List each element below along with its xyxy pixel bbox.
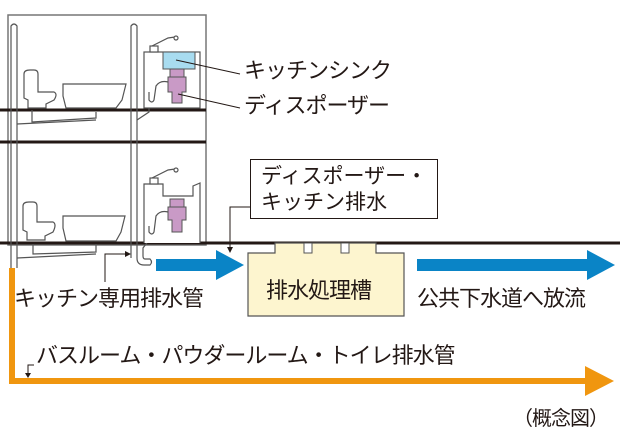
upper-toilet-icon: [23, 69, 57, 109]
sink-leader-line: [175, 59, 241, 75]
blue-flow-arrow-left: [156, 250, 244, 280]
kitchen-pipe-arrowhead: [125, 251, 131, 257]
bath-pipe-leader-line: [27, 364, 34, 374]
building-outline: [7, 14, 207, 246]
lower-toilet-drain: [32, 244, 97, 255]
treatment-tank-label: 排水処理槽: [266, 279, 372, 304]
concept-note: （概念図）: [513, 406, 609, 430]
lower-faucet-icon: [149, 167, 179, 185]
lower-disposer-unit: [167, 198, 187, 233]
callout-arrowhead: [227, 247, 233, 253]
upper-bathtub-icon: [62, 83, 127, 109]
lower-branch-drain: [16, 253, 97, 259]
lower-toilet-icon: [22, 201, 56, 241]
disposer-kitchen-callout: ディスポーザー・ キッチン排水: [250, 159, 439, 219]
kitchen-pipe-leader-line: [104, 253, 126, 282]
disposer-leader-line: [177, 93, 241, 109]
treatment-tank: [247, 242, 405, 317]
upper-trap-pipe: [148, 80, 169, 103]
kitchen-sink-label: キッチンシンク: [244, 59, 392, 84]
callout-line-2: キッチン排水: [261, 190, 387, 214]
upper-toilet-drain: [31, 110, 97, 123]
callout-leader-line: [229, 206, 250, 248]
left-drain-stack: [10, 23, 18, 268]
upper-disposer-unit: [167, 68, 187, 104]
upper-faucet-icon: [149, 35, 179, 53]
disposer-label: ディスポーザー: [244, 94, 390, 119]
upper-branch-drain: [16, 119, 97, 125]
bath-pipe-label: バスルーム・パウダールーム・トイレ排水管: [36, 344, 456, 369]
blue-flow-arrow-right: [417, 250, 615, 280]
bath-pipe-arrowhead: [25, 373, 31, 378]
public-sewer-label: 公共下水道へ放流: [417, 287, 586, 312]
lower-bathtub-icon: [62, 215, 126, 242]
kitchen-pipe-label: キッチン専用排水管: [14, 287, 204, 312]
callout-line-1: ディスポーザー・: [261, 164, 428, 188]
lower-trap-pipe: [148, 210, 169, 235]
orange-drain-arrow: [9, 268, 614, 396]
